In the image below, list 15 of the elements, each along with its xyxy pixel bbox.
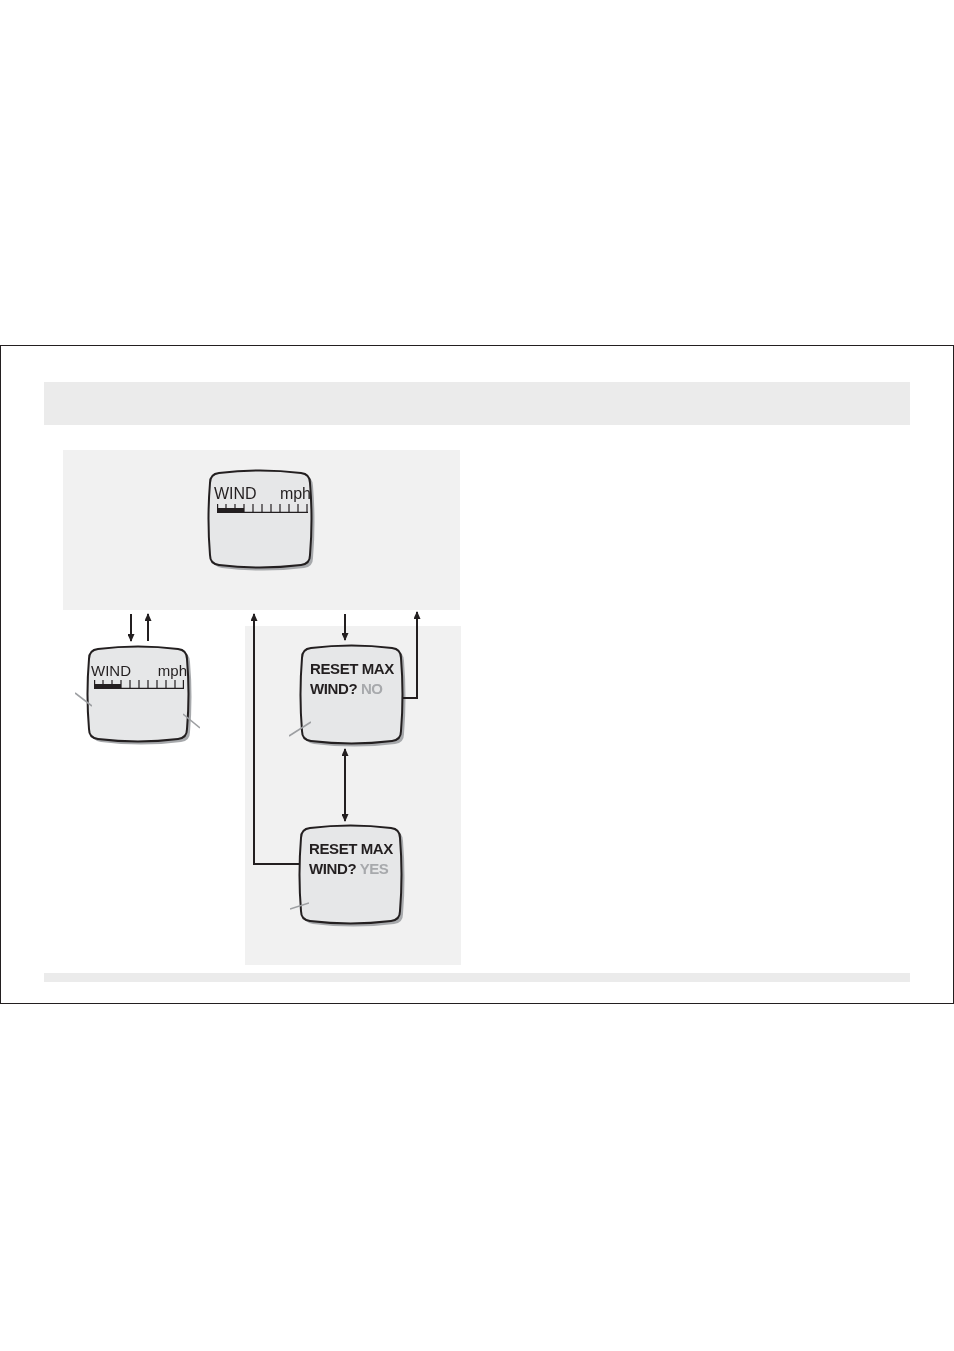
- unit-label: mph: [279, 485, 311, 503]
- arrow: [341, 613, 349, 641]
- arrow: [127, 613, 135, 642]
- lcd-screen: [207, 469, 317, 573]
- unit-label: mph: [157, 662, 187, 680]
- double-arrow: [341, 748, 349, 822]
- screen-label: WIND: [91, 662, 131, 680]
- prompt-text: RESET MAX WIND? YES: [309, 839, 394, 879]
- arrow: [250, 613, 300, 865]
- arrow: [144, 613, 152, 642]
- group-panel: [245, 626, 461, 965]
- group-panel: [63, 450, 460, 610]
- prompt-text: RESET MAX WIND? NO: [310, 659, 395, 699]
- screen-label: WIND: [214, 485, 257, 503]
- arrow: [402, 611, 421, 699]
